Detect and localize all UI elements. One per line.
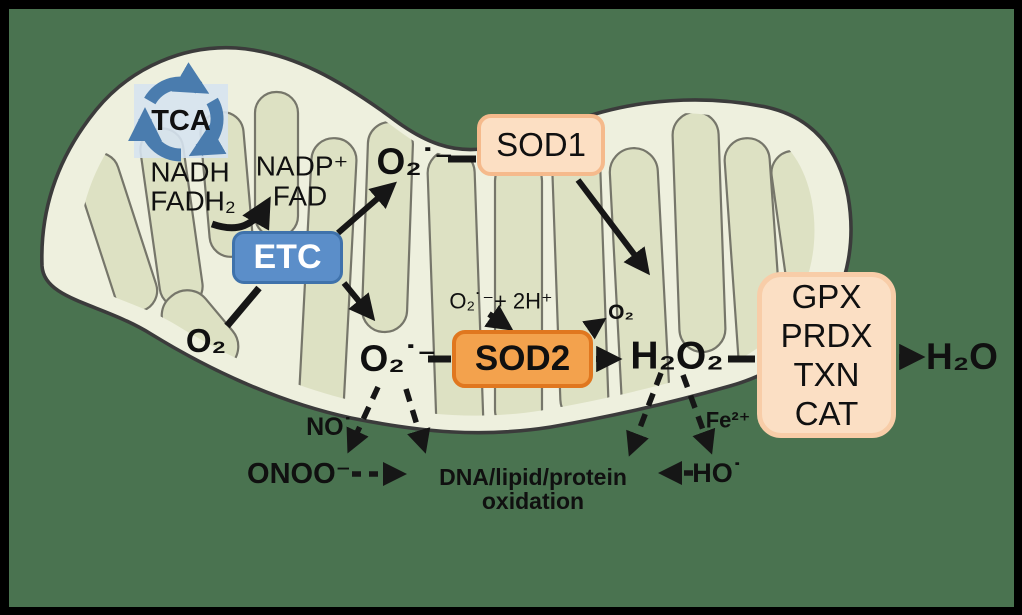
solid-connectors bbox=[210, 155, 926, 373]
arrow-sod2-to-o2 bbox=[582, 317, 607, 340]
o2-product-label: O₂ bbox=[608, 301, 634, 325]
cristae-lobes bbox=[78, 90, 815, 416]
nadh-label: NADH bbox=[150, 156, 230, 188]
sod1-label: SOD1 bbox=[496, 126, 586, 163]
superoxide-bottom-label: O₂˙⁻ bbox=[359, 337, 437, 379]
fad-label: FAD bbox=[272, 180, 328, 212]
antiox-line-txn: TXN bbox=[793, 356, 860, 393]
nadp-label: NADP⁺ bbox=[255, 150, 349, 182]
tca-cycle-arrows bbox=[128, 62, 227, 162]
etc-box: ETC bbox=[232, 231, 343, 284]
dashed-arrow-h2o2-to-damage bbox=[626, 372, 664, 457]
line-o2-to-etc bbox=[224, 285, 262, 329]
arrow-etc-to-superoxide-matrix bbox=[341, 281, 376, 322]
sod2-box: SOD2 bbox=[452, 330, 593, 388]
sod2-label: SOD2 bbox=[474, 339, 571, 378]
oxidative-damage-line2: oxidation bbox=[481, 488, 585, 514]
dashed-arrow-superoxide-to-onoo bbox=[346, 385, 381, 454]
crista-lobe bbox=[608, 147, 672, 416]
arrow-reaction-input-to-sod2 bbox=[484, 304, 514, 331]
crista-lobe bbox=[671, 110, 727, 354]
hydroxyl-radical-label: HO˙ bbox=[692, 457, 742, 488]
antiox-line-gpx: GPX bbox=[791, 278, 862, 315]
peroxynitrite-label: ONOO⁻ bbox=[247, 457, 351, 490]
antiox-line-cat: CAT bbox=[794, 395, 859, 432]
sod1-box: SOD1 bbox=[477, 114, 605, 176]
arrow-fadh2-to-fad bbox=[210, 196, 271, 232]
h2o2-label: H₂O₂ bbox=[630, 334, 724, 378]
ferrous-iron-label: Fe²⁺ bbox=[705, 407, 751, 433]
etc-label: ETC bbox=[253, 238, 322, 276]
antiox-line-prdx: PRDX bbox=[780, 317, 873, 354]
superoxide-top-label: O₂˙⁻ bbox=[376, 140, 454, 182]
fadh2-label: FADH₂ bbox=[150, 185, 236, 217]
tca-arrow-arc bbox=[188, 97, 227, 157]
h2o-label: H₂O bbox=[926, 335, 998, 377]
dashed-arrow-superoxide-to-damage bbox=[403, 388, 431, 454]
oxidative-damage-line1: DNA/lipid/protein bbox=[439, 464, 627, 491]
tca-arrow-arc bbox=[144, 62, 210, 105]
nitric-oxide-label: NO˙ bbox=[306, 413, 352, 441]
tca-arrow-arc bbox=[128, 107, 182, 162]
tca-label: TCA bbox=[151, 104, 211, 137]
dashed-connectors bbox=[346, 372, 716, 487]
arrow-sod1-to-h2o2 bbox=[575, 178, 650, 276]
antioxidant-enzymes-box: GPX PRDX TXN CAT bbox=[757, 272, 896, 438]
tca-cycle-icon bbox=[128, 62, 228, 162]
o2-substrate-label: O₂ bbox=[185, 321, 227, 359]
sod2-reaction-input-label: O₂˙⁻+ 2H⁺ bbox=[449, 288, 553, 314]
oxidative-damage-label: DNA/lipid/protein oxidation bbox=[439, 464, 627, 514]
arrow-etc-to-superoxide-outer bbox=[336, 181, 397, 236]
